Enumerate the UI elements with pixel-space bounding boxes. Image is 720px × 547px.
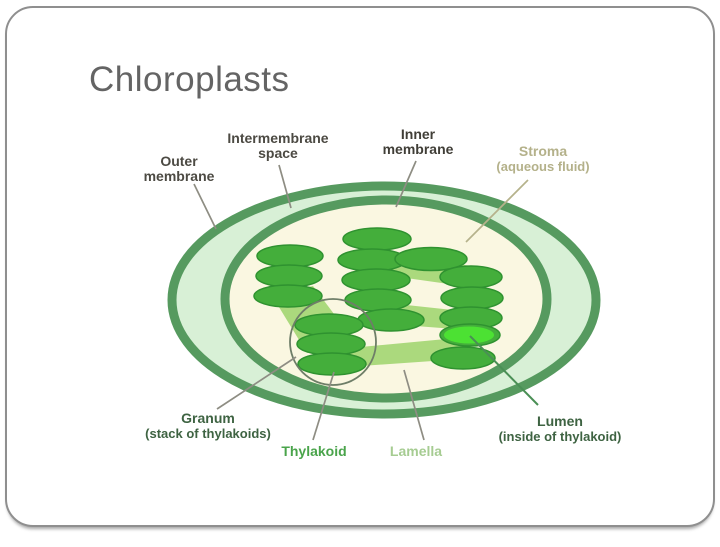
thylakoid-disk: [394, 246, 468, 272]
thylakoid-disk: [255, 264, 323, 288]
thylakoid-disk: [430, 346, 496, 370]
thylakoid-disk: [440, 286, 504, 310]
outer-membrane-label: Outer membrane: [143, 153, 215, 184]
thylakoid-disk: [342, 227, 412, 251]
thylakoid-disk: [344, 288, 412, 312]
granum-circle-outline: [289, 298, 377, 386]
thylakoid-disk: [296, 332, 366, 356]
intermembrane-space-label: Intermembrane space: [227, 130, 329, 161]
thylakoid-disk: [256, 244, 324, 268]
lamella-label: Lamella: [389, 443, 443, 459]
thylakoid-disk: [439, 265, 503, 289]
lumen-pointer: [469, 335, 539, 406]
lumen-label: Lumen (inside of thylakoid): [498, 413, 622, 445]
granum-pointer: [216, 356, 297, 410]
page-title: Chloroplasts: [89, 60, 290, 99]
stroma-label: Stroma (aqueous fluid): [496, 143, 590, 175]
inner-membrane-pointer: [395, 160, 417, 208]
inner-membrane-label: Inner membrane: [382, 126, 454, 157]
thylakoid-pointer: [312, 371, 335, 441]
thylakoid-disk: [297, 352, 367, 376]
thylakoid-disk: [341, 268, 411, 292]
thylakoid-disk: [253, 284, 323, 308]
thylakoid-label: Thylakoid: [281, 443, 347, 459]
granum-label: Granum (stack of thylakoids): [145, 410, 271, 442]
outer-membrane-pointer: [193, 183, 217, 230]
intermembrane-space-pointer: [278, 164, 292, 209]
chloroplast-diagram: [167, 160, 601, 441]
stroma-pointer: [465, 179, 529, 243]
lumen-highlight: [444, 326, 494, 344]
lamella-pointer: [403, 369, 425, 441]
slide-frame: Chloroplasts: [5, 6, 715, 527]
thylakoid-disk: [357, 308, 425, 332]
